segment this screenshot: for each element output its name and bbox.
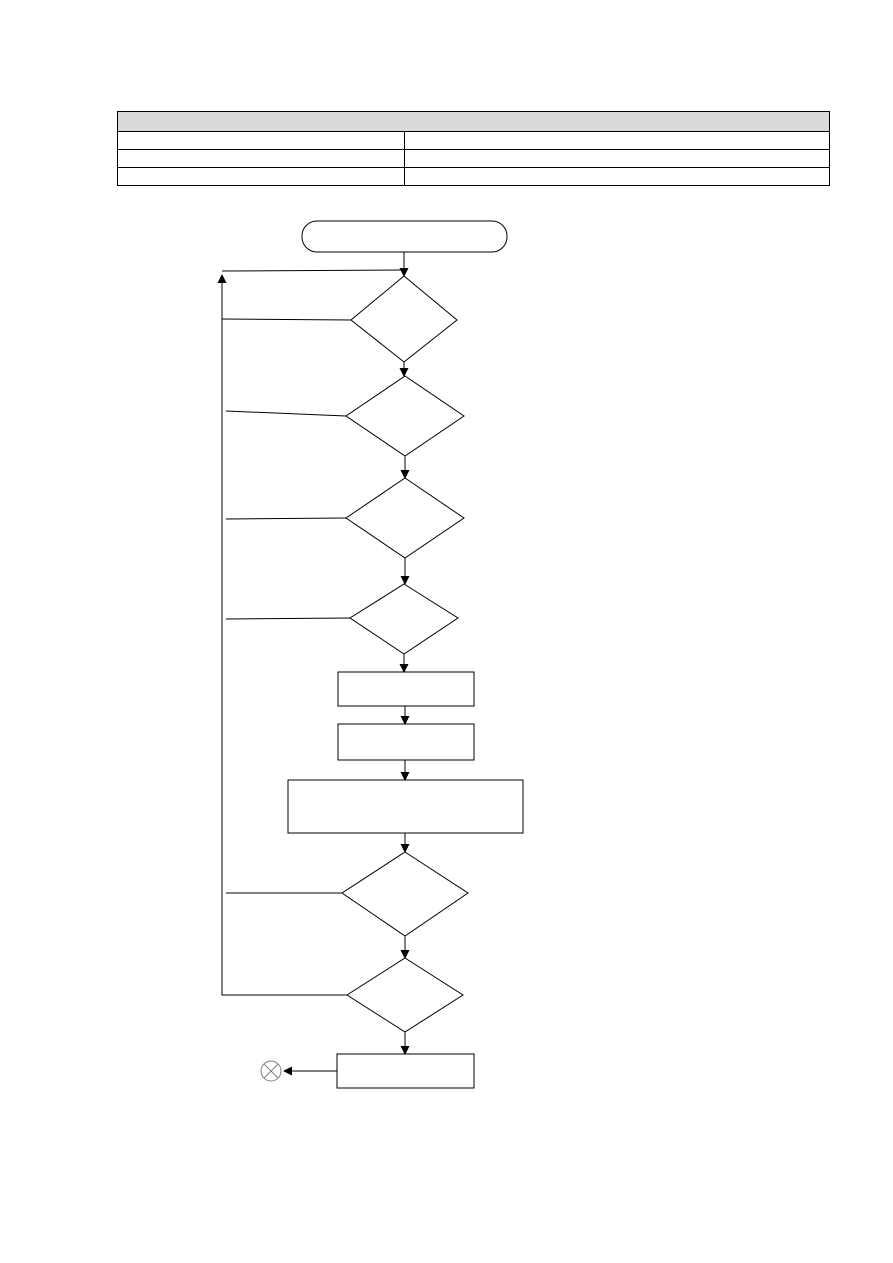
decision-4 — [349, 583, 459, 655]
table-header-row — [117, 111, 830, 132]
header-table — [117, 111, 830, 186]
decision-3 — [345, 477, 465, 559]
process-2 — [337, 723, 475, 761]
decision-2 — [345, 375, 465, 457]
branch-connectors — [221, 318, 352, 894]
decision-5 — [341, 851, 469, 937]
start-terminator — [301, 220, 508, 253]
decision-1 — [350, 275, 458, 363]
process-4 — [336, 1053, 475, 1089]
table-row — [117, 149, 830, 168]
table-header-cell — [117, 111, 830, 132]
end-terminator-icon — [260, 1060, 282, 1082]
table-row — [117, 167, 830, 186]
table-cell-value — [404, 167, 830, 186]
loop-back-connector — [217, 269, 405, 996]
process-3 — [287, 779, 524, 834]
decision-6 — [346, 957, 464, 1033]
process-1 — [337, 671, 475, 707]
flow-arrows — [283, 252, 410, 1076]
